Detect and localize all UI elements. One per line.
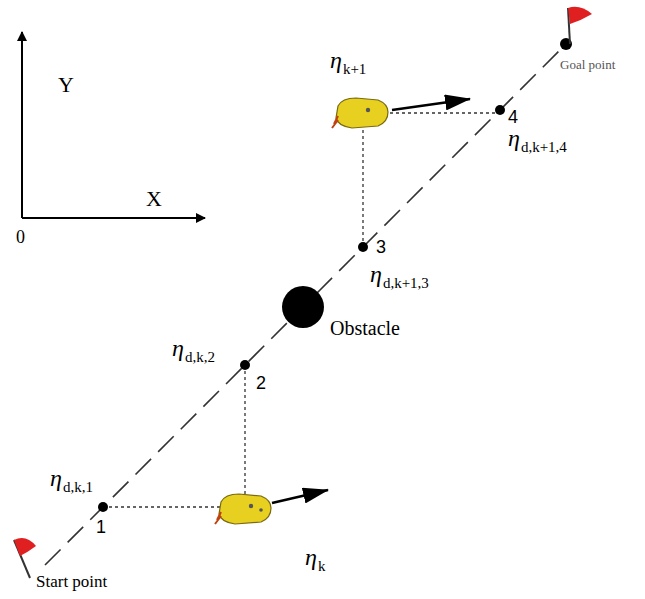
- point-label: Goal point: [560, 58, 615, 71]
- symbol: η: [508, 126, 520, 150]
- heading-arrow: [272, 490, 328, 503]
- callout-number: 1: [96, 518, 106, 536]
- waypoint: [495, 105, 505, 115]
- symbol: η: [370, 262, 382, 286]
- subscript: d,k,1: [63, 480, 93, 495]
- callout-number: 2: [256, 374, 266, 392]
- subscript: d,k+1,4: [521, 140, 567, 155]
- goal-flag: [568, 7, 592, 44]
- axis-label: X: [146, 188, 162, 210]
- symbol: η: [50, 466, 62, 490]
- dotted-line: [244, 365, 245, 495]
- callout-number: 3: [376, 238, 386, 256]
- origin-label: 0: [16, 228, 25, 246]
- waypoint: [240, 360, 250, 370]
- dotted-line: [390, 112, 500, 113]
- callout-number: 4: [508, 108, 518, 126]
- y-axis: [21, 32, 23, 218]
- symbol: η: [305, 545, 317, 569]
- waypoint: [358, 242, 368, 252]
- subscript: d,k+1,3: [383, 276, 429, 291]
- symbol: η: [172, 336, 184, 360]
- obstacle-label: Obstacle: [330, 318, 400, 338]
- start-flag: [14, 538, 36, 578]
- waypoint: [98, 502, 108, 512]
- subscript: k: [318, 559, 326, 574]
- dotted-line: [362, 128, 363, 247]
- subscript: k+1: [343, 62, 366, 77]
- symbol: η: [330, 48, 342, 72]
- path-line: [45, 47, 563, 565]
- axis-label: Y: [58, 74, 74, 96]
- robot: [332, 98, 388, 128]
- point-label: Start point: [36, 573, 107, 590]
- x-axis: [22, 217, 205, 219]
- dotted-line: [103, 506, 225, 507]
- obstacle: [282, 286, 324, 328]
- robot: [215, 494, 271, 524]
- heading-arrow: [392, 99, 470, 110]
- subscript: d,k,2: [185, 350, 215, 365]
